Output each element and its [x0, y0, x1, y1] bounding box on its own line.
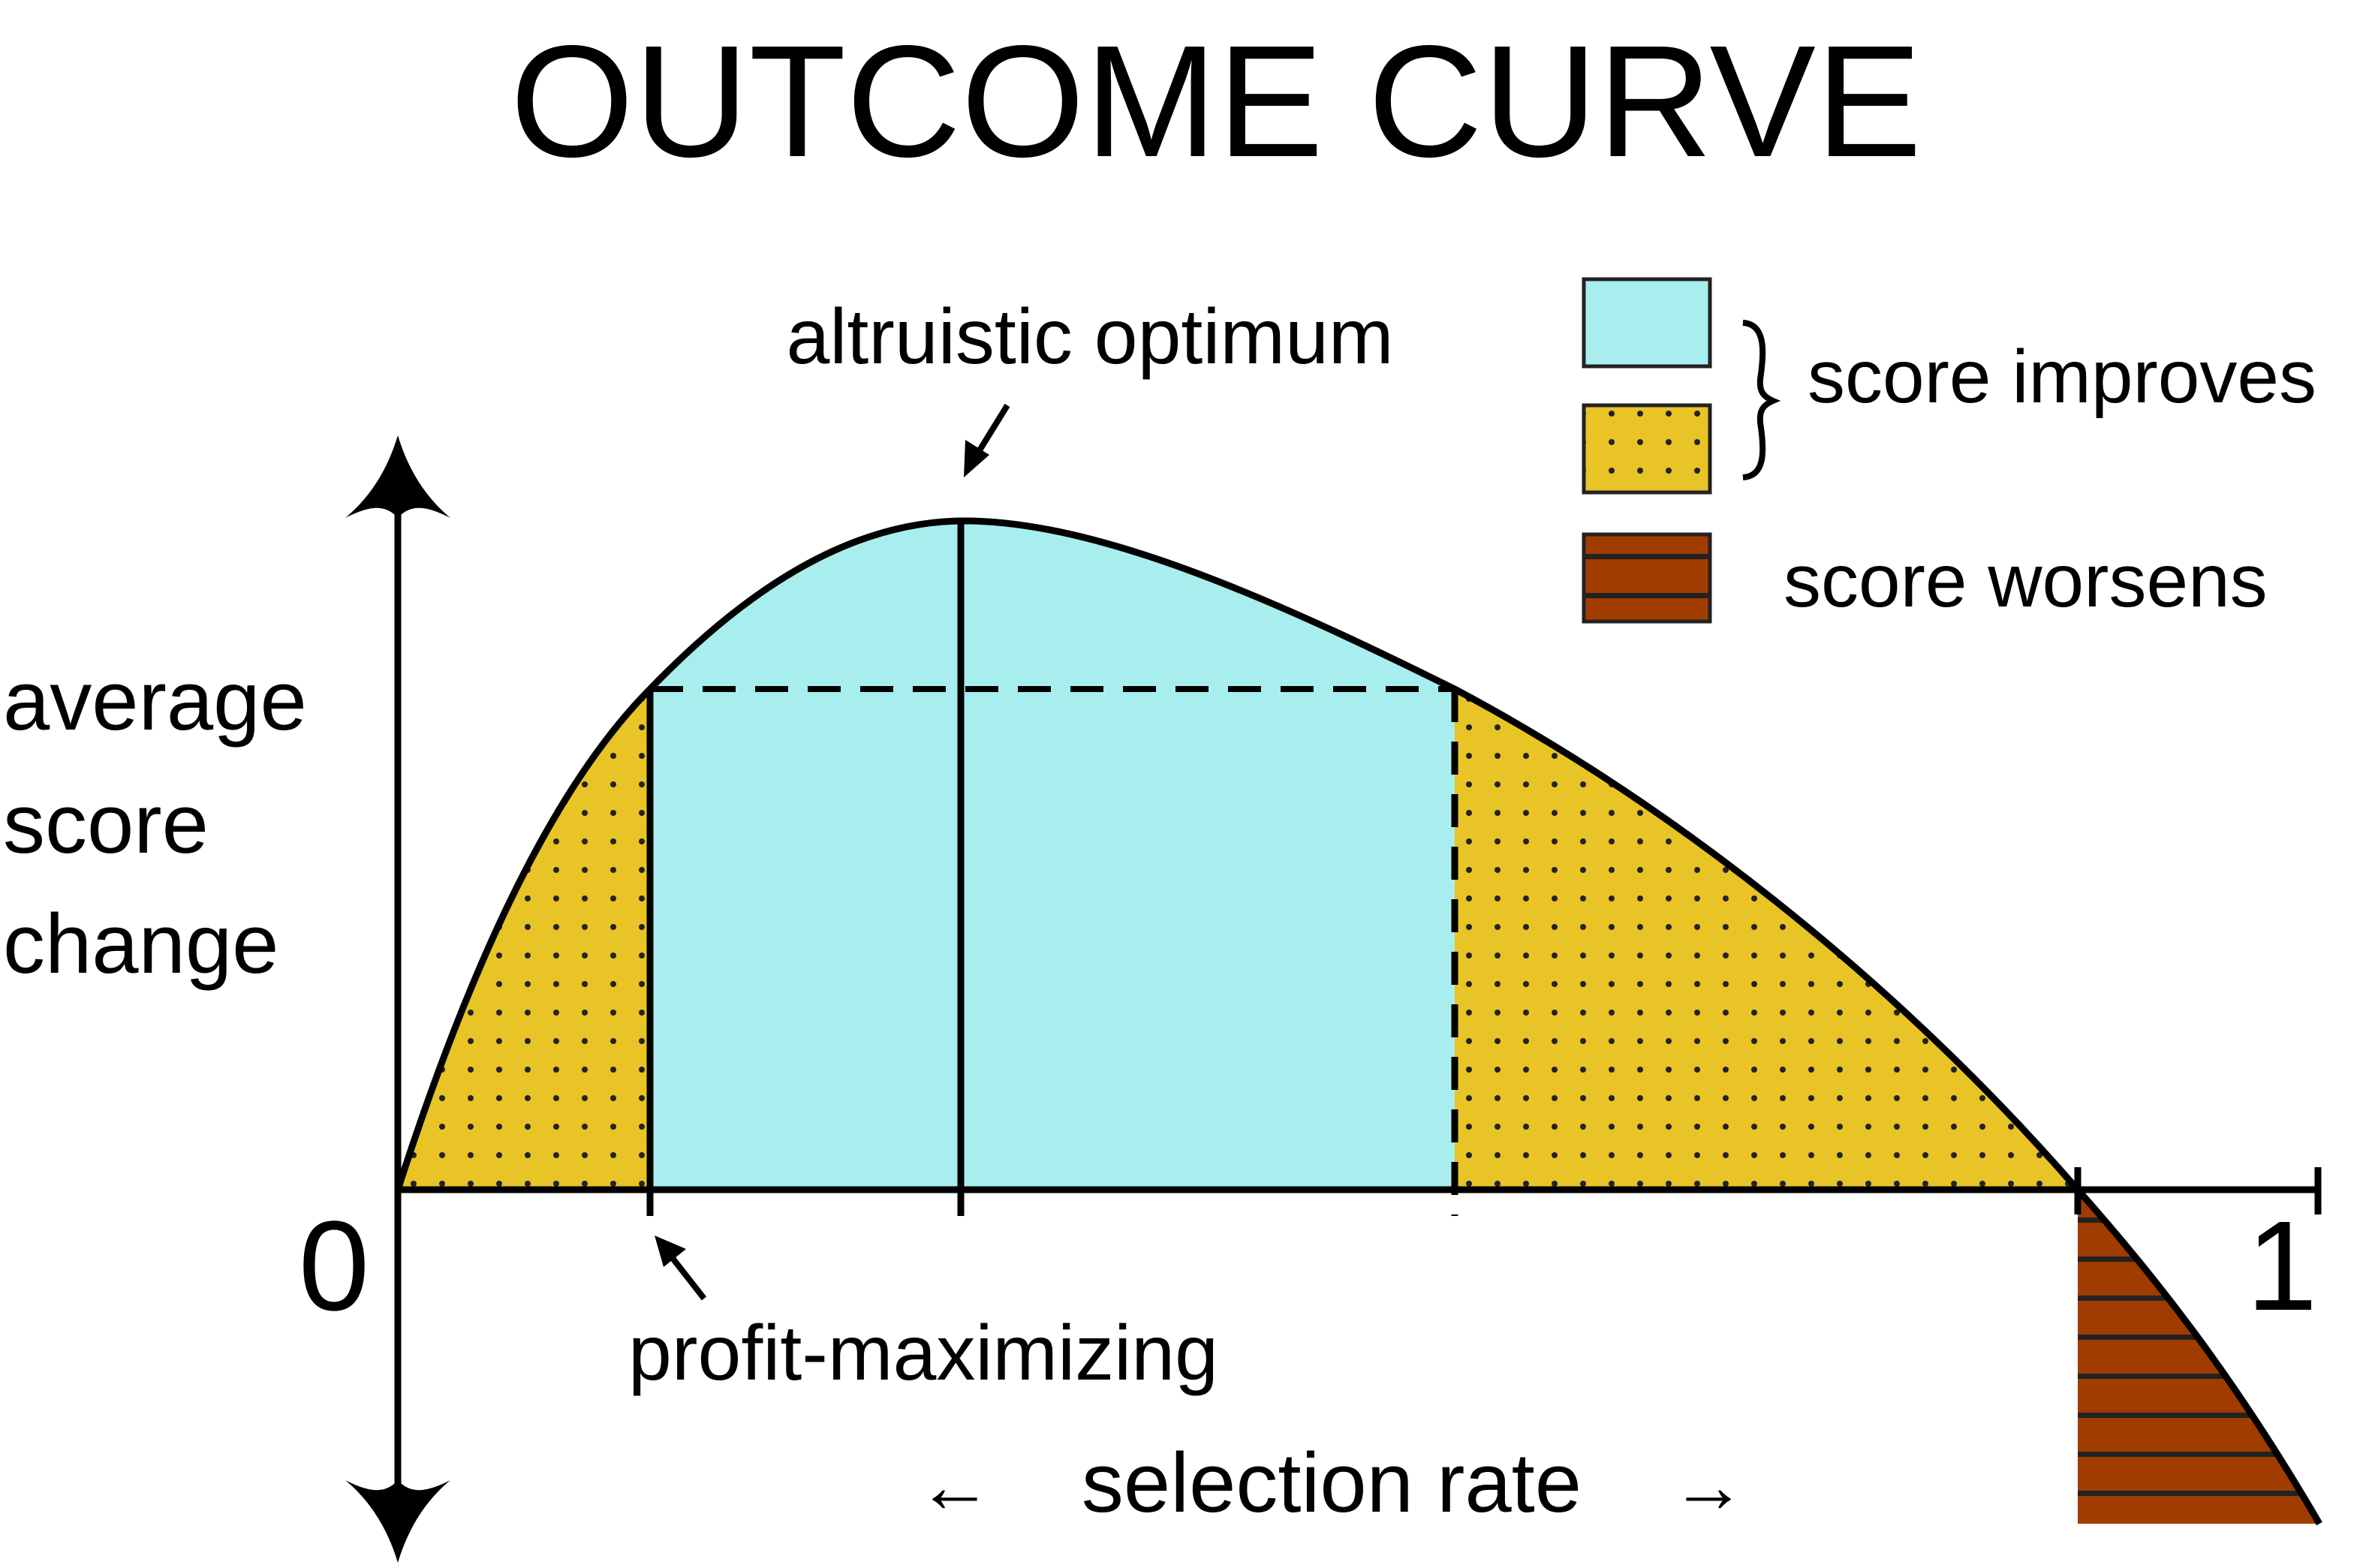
x-axis-label-right-arrow: → — [1671, 1444, 1746, 1528]
altruistic-optimum-pointer-arrowhead-icon — [964, 440, 989, 477]
x-axis-label: selection rate — [1082, 1436, 1582, 1530]
profit-maximizing-label: profit-maximizing — [628, 1310, 1218, 1397]
legend-label-worsens: score worsens — [1784, 539, 2268, 623]
legend-swatch-cyan — [1582, 277, 1712, 369]
region-improves-cyan — [650, 520, 1455, 1190]
region-worsens-striped — [2078, 1190, 2319, 1524]
origin-label: 0 — [299, 1195, 370, 1338]
y-axis-down-arrow-icon — [345, 1480, 450, 1563]
x-max-label: 1 — [2247, 1195, 2318, 1338]
legend-swatch-striped — [1582, 532, 1712, 624]
altruistic-optimum-pointer-line — [973, 403, 1010, 459]
legend-label-improves: score improves — [1808, 335, 2316, 419]
y-axis-label-line-1: average — [3, 654, 307, 748]
outcome-curve — [394, 517, 2322, 1526]
y-axis-label-line-3: change — [3, 897, 278, 991]
profit-maximizing-pointer-arrowhead-icon — [655, 1235, 686, 1267]
altruistic-optimum-label: altruistic optimum — [786, 293, 1393, 381]
legend-brace-icon — [1742, 320, 1781, 480]
x-axis-label-left-arrow: ← — [917, 1444, 992, 1528]
y-axis-up-arrow-icon — [345, 435, 450, 518]
chart-title: OUTCOME CURVE — [510, 12, 1922, 190]
legend: score improves score worsens — [1582, 277, 2316, 624]
legend-swatch-dotted — [1582, 403, 1712, 495]
y-axis-label-line-2: score — [3, 777, 209, 871]
